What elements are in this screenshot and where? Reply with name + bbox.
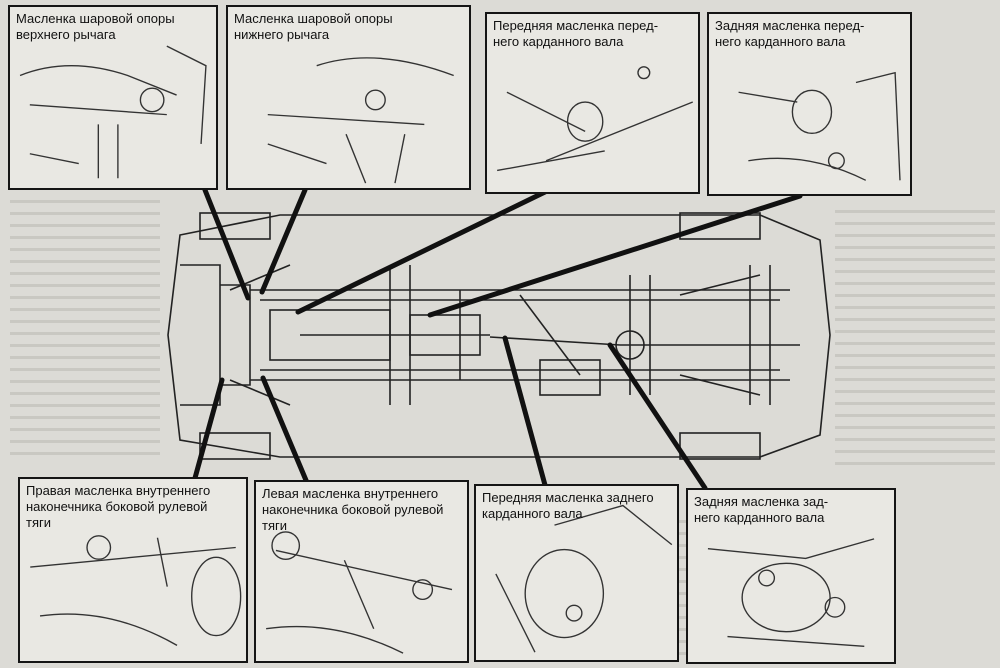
front-shaft-rear-drawing <box>738 71 901 181</box>
left-tie-rod-drawing <box>266 531 453 654</box>
panel-lower-arm-ball-joint: Масленка шаровой опоры нижнего рычага <box>226 5 471 190</box>
lower-arm-ball-joint-drawing <box>267 57 454 184</box>
rear-shaft-front-drawing <box>495 504 673 653</box>
background-text-left <box>10 200 160 460</box>
chassis-underside-drawing <box>167 212 831 460</box>
background-text-right <box>835 210 995 470</box>
caption-left-tie-rod: Левая масленка внутреннего наконечника б… <box>262 486 444 533</box>
caption-rear-shaft-rear: Задняя масленка зад- него карданного вал… <box>694 494 829 525</box>
panel-upper-arm-ball-joint: Масленка шаровой опоры верхнего рычага <box>8 5 218 190</box>
panel-rear-shaft-rear: Задняя масленка зад- него карданного вал… <box>686 488 896 664</box>
panel-right-tie-rod: Правая масленка внутреннего наконечника … <box>18 477 248 663</box>
caption-rear-shaft-front: Передняя масленка заднего карданного вал… <box>482 490 654 521</box>
panel-rear-shaft-front: Передняя масленка заднего карданного вал… <box>474 484 679 662</box>
rear-shaft-rear-drawing <box>707 538 875 648</box>
right-tie-rod-drawing <box>30 535 242 646</box>
caption-upper-arm-ball-joint: Масленка шаровой опоры верхнего рычага <box>16 11 175 42</box>
panel-front-shaft-rear: Задняя масленка перед- него карданного в… <box>707 12 912 196</box>
caption-front-shaft-rear: Задняя масленка перед- него карданного в… <box>715 18 865 49</box>
caption-lower-arm-ball-joint: Масленка шаровой опоры нижнего рычага <box>234 11 393 42</box>
caption-front-shaft-front: Передняя масленка перед- него карданного… <box>493 18 659 49</box>
front-shaft-front-drawing <box>497 66 694 172</box>
upper-arm-ball-joint-drawing <box>19 45 207 179</box>
panel-front-shaft-front: Передняя масленка перед- него карданного… <box>485 12 700 194</box>
panel-left-tie-rod: Левая масленка внутреннего наконечника б… <box>254 480 469 663</box>
caption-right-tie-rod: Правая масленка внутреннего наконечника … <box>26 483 211 530</box>
